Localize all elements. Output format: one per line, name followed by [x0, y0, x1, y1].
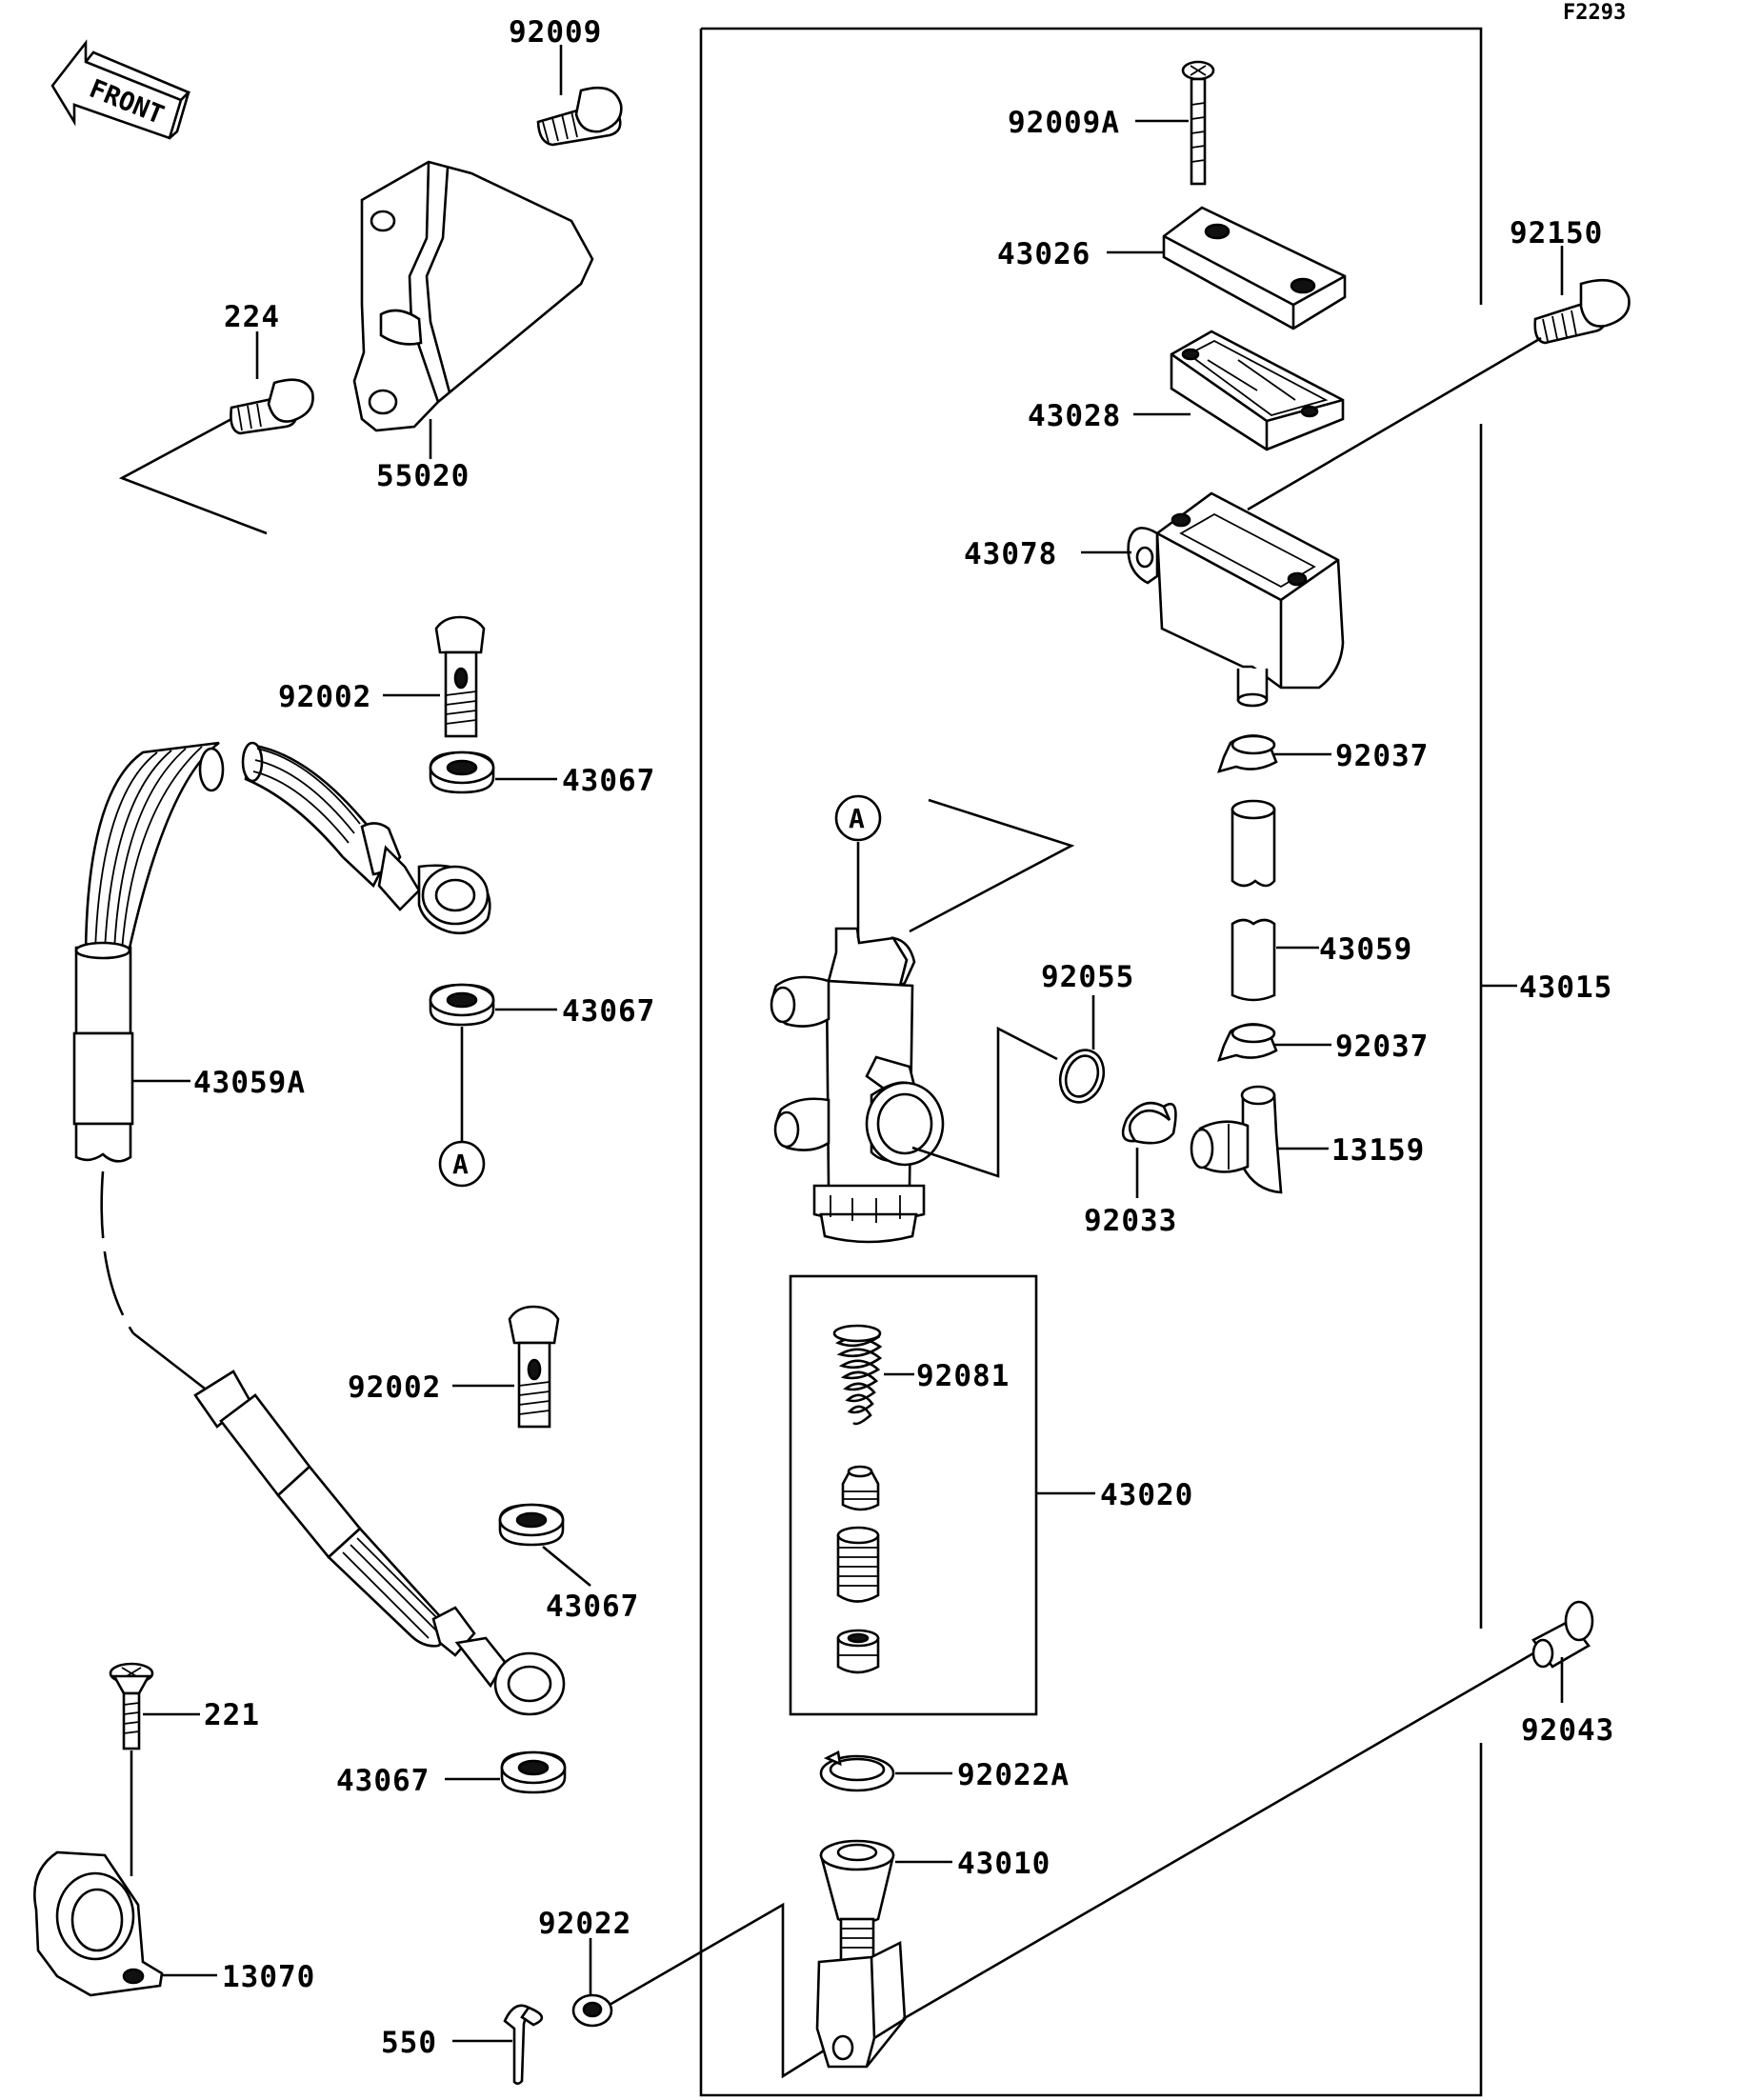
label-92009: 92009	[509, 15, 602, 50]
hose-43059-part	[1231, 799, 1276, 1002]
label-92055: 92055	[1041, 960, 1134, 994]
cap-43026-part	[1162, 206, 1347, 330]
bolt-92150-part	[1533, 279, 1631, 345]
label-55020: 55020	[376, 459, 470, 493]
bolt-92009-part	[536, 86, 623, 147]
label-221: 221	[204, 1698, 260, 1732]
screw-221-part	[109, 1662, 154, 1750]
label-92043: 92043	[1521, 1713, 1614, 1748]
push-rod-43010-part	[815, 1839, 907, 2069]
washer-92022-part	[571, 1993, 613, 2028]
label-92009a: 92009A	[1008, 106, 1120, 140]
label-550: 550	[381, 2026, 437, 2060]
ref-mark-a-lower-label: A	[452, 1149, 469, 1180]
label-43059a: 43059A	[193, 1066, 306, 1100]
cotter-pin-550-part	[503, 2004, 544, 2086]
label-92022a: 92022A	[957, 1758, 1070, 1792]
ref-mark-a-lower	[438, 1140, 486, 1188]
label-92150: 92150	[1510, 216, 1603, 250]
label-92002-mid: 92002	[348, 1370, 441, 1405]
secondary-cup-part	[836, 1629, 880, 1674]
ref-mark-a-upper-label: A	[849, 803, 865, 834]
diaphragm-43028-part	[1170, 330, 1345, 451]
washer-43067-b-part	[429, 983, 495, 1027]
label-13070: 13070	[222, 1960, 315, 1994]
snap-ring-92033-part	[1121, 1101, 1177, 1145]
label-43015: 43015	[1519, 970, 1612, 1005]
figure-id: F2293	[1563, 1, 1626, 25]
front-arrow-icon: FRONT	[50, 39, 191, 140]
label-43067-b: 43067	[562, 994, 655, 1029]
label-224: 224	[224, 300, 280, 334]
banjo-bolt-92002-mid-part	[508, 1305, 560, 1429]
hose-43059a-part	[72, 741, 491, 1163]
label-43067-a: 43067	[562, 764, 655, 798]
screw-92009a-part	[1181, 60, 1215, 186]
piston-part	[836, 1526, 880, 1603]
label-43028: 43028	[1028, 399, 1121, 433]
washer-43067-c-part	[498, 1503, 565, 1547]
ref-mark-a-upper	[834, 794, 882, 842]
label-92037-a: 92037	[1335, 739, 1429, 773]
clip-92037-a-part	[1216, 734, 1278, 773]
clevis-pin-92043-part	[1531, 1600, 1594, 1669]
banjo-bolt-92002-top-part	[434, 615, 486, 738]
bracket-55020-part	[352, 160, 594, 432]
label-43026: 43026	[997, 237, 1091, 271]
assembly-43015-frame	[699, 27, 1517, 2097]
label-13159: 13159	[1331, 1133, 1425, 1168]
label-43059: 43059	[1319, 932, 1412, 967]
clip-92037-b-part	[1216, 1023, 1278, 1062]
washer-43067-a-part	[429, 750, 495, 794]
hose-43059a-lower-part	[193, 1370, 566, 1716]
cup-seal-part	[841, 1465, 880, 1511]
label-43010: 43010	[957, 1847, 1051, 1881]
elbow-fitting-13159-part	[1190, 1085, 1283, 1194]
label-92081: 92081	[916, 1359, 1010, 1393]
label-92002-top: 92002	[278, 680, 371, 714]
label-43067-c: 43067	[546, 1590, 639, 1624]
label-92033: 92033	[1084, 1204, 1177, 1238]
bolt-224-part	[230, 378, 314, 435]
label-92022: 92022	[538, 1907, 631, 1941]
label-43067-d: 43067	[336, 1764, 430, 1798]
assembly-43020-frame	[789, 1274, 1038, 1716]
label-43020: 43020	[1100, 1478, 1193, 1512]
master-cylinder-body-43078-part	[1127, 491, 1345, 708]
washer-43067-d-part	[500, 1750, 567, 1794]
label-92037-b: 92037	[1335, 1030, 1429, 1064]
spring-92081-part	[832, 1324, 883, 1426]
cylinder-body-part	[770, 798, 1075, 1244]
clamp-13070-part	[33, 1850, 164, 1997]
label-43078: 43078	[964, 537, 1057, 571]
circlip-92022a-part	[819, 1750, 895, 1792]
